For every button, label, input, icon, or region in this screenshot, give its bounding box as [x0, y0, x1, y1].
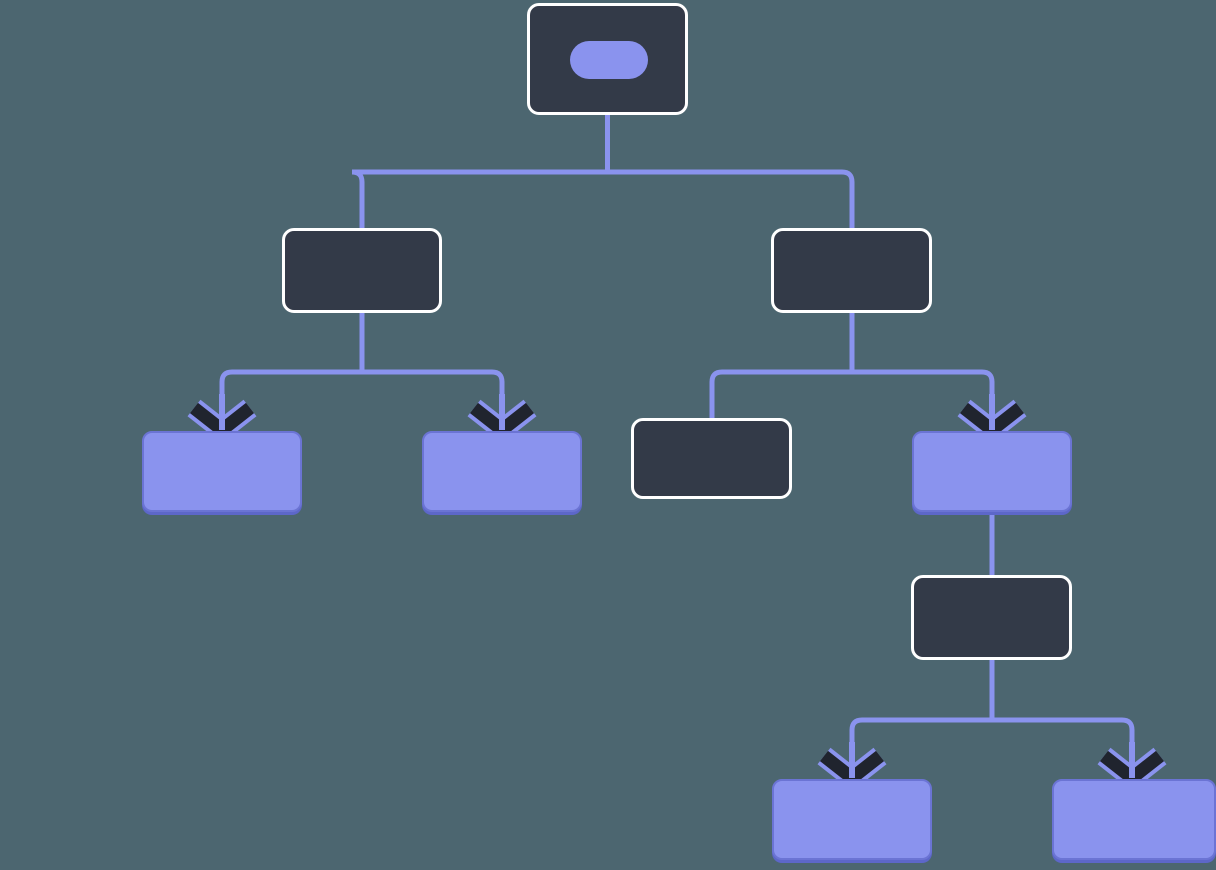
edge-bus4-left [849, 717, 992, 773]
edge-bus2-left [219, 369, 362, 425]
node-root-pill [570, 41, 648, 79]
edge-bus2-right [362, 369, 505, 425]
edge-bus4-right [992, 717, 1135, 773]
node-l3c[interactable] [631, 418, 792, 499]
node-l5a[interactable] [772, 779, 932, 860]
node-l5b[interactable] [1052, 779, 1216, 860]
edge-bus1-left [351, 169, 608, 228]
arrow-l5b-icon [1097, 742, 1167, 792]
arrow-l3d-icon [957, 394, 1027, 444]
arrowhead-group [187, 394, 1167, 792]
node-l2b[interactable] [771, 228, 932, 313]
edge-bus1-right [607, 169, 855, 228]
node-l3a[interactable] [142, 431, 302, 512]
edge-bus3-right [852, 369, 995, 425]
arrow-l5a-icon [817, 742, 887, 792]
edge-bus3-left [709, 369, 852, 418]
node-l3d[interactable] [912, 431, 1072, 512]
node-l3b[interactable] [422, 431, 582, 512]
node-l2a[interactable] [282, 228, 442, 313]
node-l4a[interactable] [911, 575, 1072, 660]
arrow-l3b-icon [467, 394, 537, 444]
arrow-l3a-icon [187, 394, 257, 444]
